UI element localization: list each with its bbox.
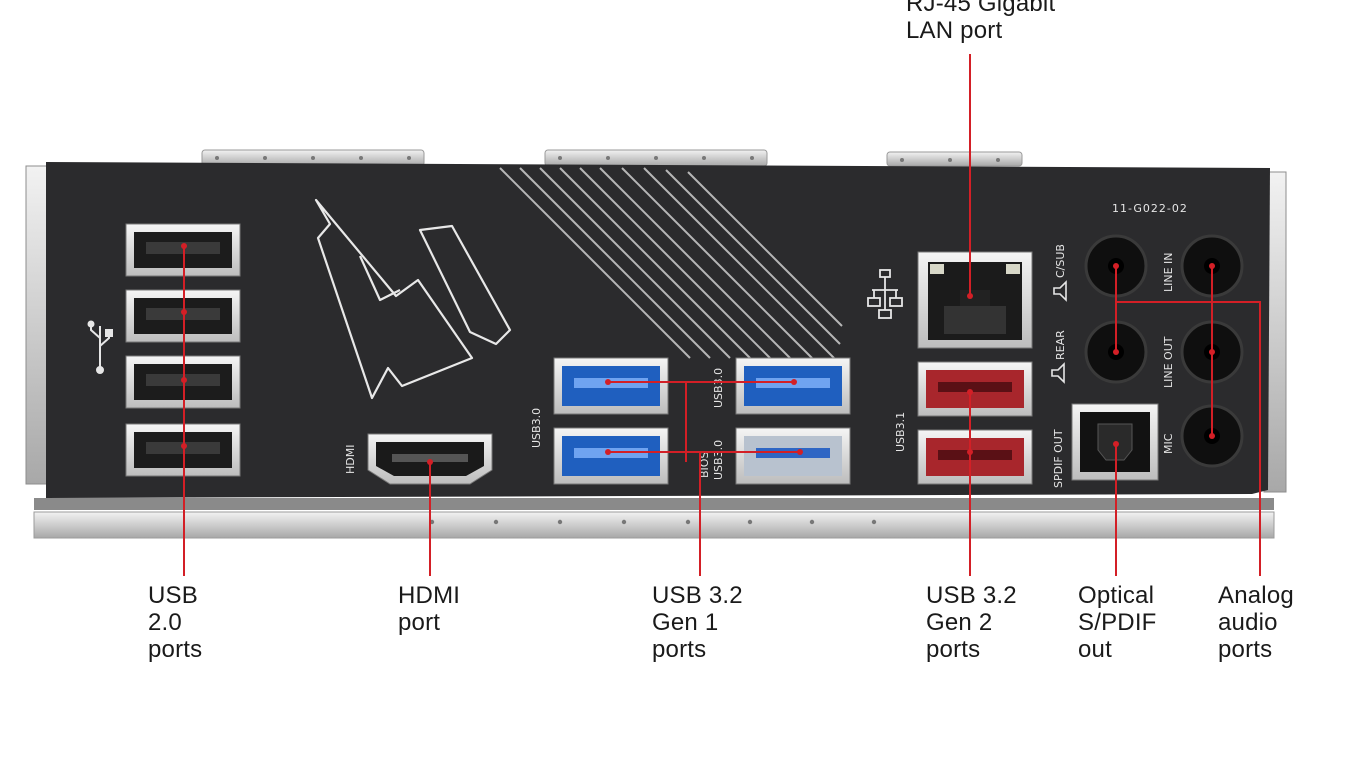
- usb30-left-silkscreen: USB3.0: [530, 408, 543, 448]
- callout-audio-line: Analog: [1218, 582, 1294, 609]
- usb32-gen1-bios-port[interactable]: [735, 427, 851, 485]
- callout-audio: Analog audio ports: [1218, 582, 1294, 663]
- callout-usb32-gen1-line: ports: [652, 636, 707, 663]
- leader-endpoints: [181, 243, 1215, 465]
- callout-usb32-gen1: USB 3.2 Gen 1 ports: [652, 582, 743, 663]
- callout-hdmi: HDMI port: [398, 582, 460, 636]
- line-in-silkscreen: LINE IN: [1162, 252, 1175, 292]
- callout-usb32-gen2-line: ports: [926, 636, 981, 663]
- bios-usb30-silkscreen: USB3.0: [712, 440, 725, 480]
- callout-usb2: USB 2.0 ports: [148, 582, 202, 663]
- shield-bottom-rail: [33, 498, 1275, 539]
- callout-usb32-gen2: USB 3.2 Gen 2 ports: [926, 582, 1017, 663]
- callout-audio-line: ports: [1218, 636, 1273, 663]
- callout-spdif-line: S/PDIF: [1078, 609, 1157, 636]
- speaker-icon: [1051, 280, 1067, 384]
- callout-hdmi-line: HDMI: [398, 582, 461, 609]
- callout-spdif-line: Optical: [1078, 582, 1155, 609]
- line-out-silkscreen: LINE OUT: [1162, 336, 1175, 388]
- callout-hdmi-line: port: [398, 609, 441, 636]
- mic-silkscreen: MIC: [1162, 433, 1175, 454]
- usb32-gen2-port[interactable]: [917, 361, 1033, 417]
- part-number: 11-G022-02: [1112, 202, 1188, 215]
- network-icon: [867, 269, 903, 319]
- aorus-eagle-logo: [314, 198, 512, 400]
- usb32-gen1-port[interactable]: [553, 357, 669, 415]
- rear-silkscreen: REAR: [1054, 330, 1067, 360]
- callout-usb2-line: USB: [148, 582, 198, 609]
- callout-lan: RJ-45 Gigabit LAN port: [906, 0, 1055, 44]
- callout-usb32-gen2-line: USB 3.2: [926, 582, 1017, 609]
- hdmi-silkscreen: HDMI: [344, 445, 357, 474]
- callout-spdif-line: out: [1078, 636, 1112, 663]
- callout-usb2-line: ports: [148, 636, 203, 663]
- usb32-gen1-port[interactable]: [553, 427, 669, 485]
- bios-silkscreen: BIOS: [698, 452, 711, 478]
- decorative-stripes: [499, 167, 843, 359]
- c-sub-silkscreen: C/SUB: [1054, 244, 1067, 278]
- spdif-out-silkscreen: SPDIF OUT: [1052, 429, 1065, 488]
- usb-trident-icon: [87, 320, 113, 374]
- callout-usb32-gen1-line: Gen 1: [652, 609, 719, 636]
- callout-lan-line: LAN port: [906, 17, 1003, 44]
- callout-audio-line: audio: [1218, 609, 1278, 636]
- usb32-gen1-port[interactable]: [735, 357, 851, 415]
- callout-usb32-gen2-line: Gen 2: [926, 609, 993, 636]
- callout-usb2-line: 2.0: [148, 609, 182, 636]
- shield-left-rail: [25, 165, 49, 485]
- usb31-silkscreen: USB3.1: [894, 412, 907, 452]
- leader-lines: [183, 54, 1261, 576]
- usb32-gen2-port[interactable]: [917, 429, 1033, 485]
- usb30-right-silkscreen: USB3.0: [712, 368, 725, 408]
- callout-lan-line: RJ-45 Gigabit: [906, 0, 1056, 17]
- rj45-lan-port[interactable]: [917, 251, 1033, 349]
- callout-spdif: Optical S/PDIF out: [1078, 582, 1157, 663]
- callout-usb32-gen1-line: USB 3.2: [652, 582, 743, 609]
